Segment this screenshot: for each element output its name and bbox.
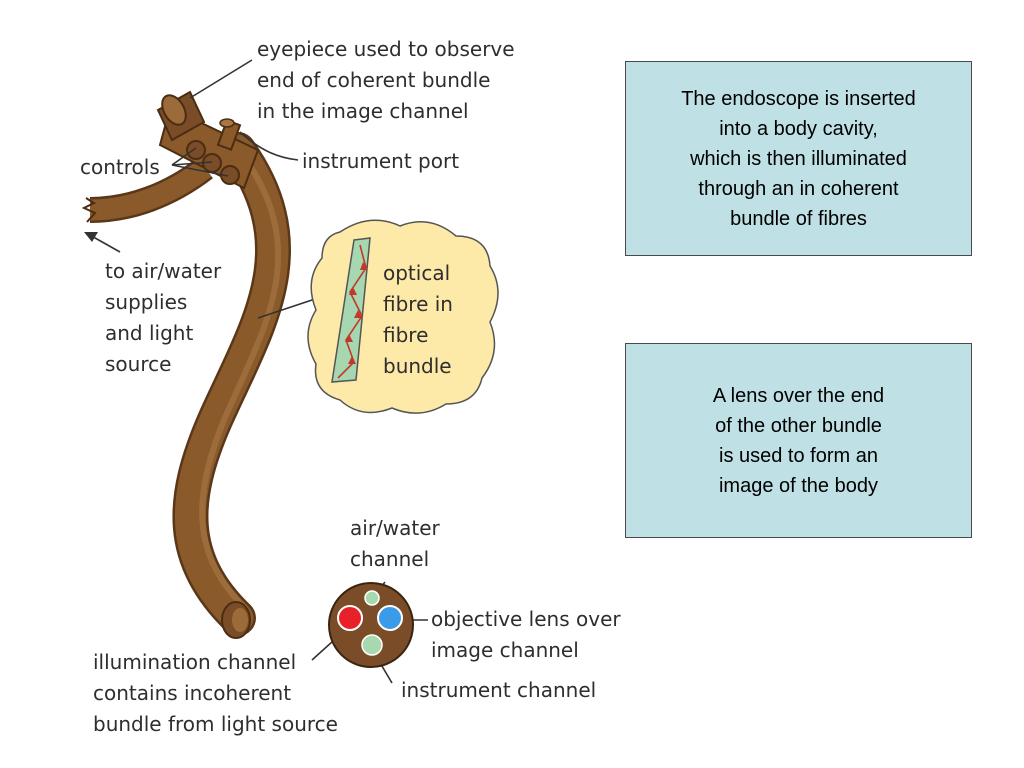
optical-fibre-label-line-2: fibre in — [383, 292, 453, 316]
info-box-illumination: The endoscope is inserted into a body ca… — [625, 61, 972, 256]
supplies-label: to air/water supplies and light source — [105, 256, 221, 380]
optical-fibre-label-line-1: optical — [383, 261, 451, 285]
supplies-label-line-1: to air/water — [105, 259, 222, 283]
info-box-lens: A lens over the end of the other bundle … — [625, 343, 972, 538]
air-water-label-line-2: channel — [350, 547, 430, 571]
controls-leader-2 — [171, 161, 213, 166]
eyepiece-label-line-1: eyepiece used to observe — [257, 37, 515, 61]
fibre-leader — [257, 297, 319, 319]
eyepiece-rim — [161, 94, 187, 126]
optical-fibre — [331, 237, 371, 383]
eyepiece-leader — [189, 59, 253, 99]
illumination-label-line-1: illumination channel — [93, 650, 297, 674]
eyepiece-label-line-2: end of coherent bundle — [257, 68, 491, 92]
air-water-label-line-1: air/water — [350, 516, 440, 540]
supply-cable — [89, 159, 212, 221]
illumination-label: illumination channel contains incoherent… — [93, 647, 338, 740]
instrument-channel-dot — [361, 634, 383, 656]
air-water-channel-dot — [364, 590, 380, 606]
eyepiece-label-line-3: in the image channel — [257, 99, 469, 123]
supply-arrowhead — [84, 232, 98, 242]
tube-end-cap-face — [232, 608, 248, 632]
endoscope-tube — [174, 134, 289, 634]
instrument-port-label: instrument port — [302, 146, 459, 177]
illumination-channel-dot — [337, 605, 363, 631]
supplies-label-line-4: source — [105, 352, 172, 376]
eyepiece-label: eyepiece used to observe end of coherent… — [257, 34, 515, 127]
endoscope-tube-highlight — [199, 157, 282, 611]
optical-fibre-label: optical fibre in fibre bundle — [383, 258, 453, 382]
controls-leader-3 — [171, 164, 229, 177]
optical-fibre-label-line-4: bundle — [383, 354, 452, 378]
instrument-channel-label: instrument channel — [401, 675, 596, 706]
instrument-port-top — [219, 118, 235, 128]
controls-leader-1 — [171, 147, 197, 166]
info-box-1-line-5: bundle of fibres — [730, 207, 867, 230]
info-box-2-line-3: is used to form an — [719, 444, 878, 467]
light-ray-arrows — [345, 262, 368, 364]
instrument-port-leader — [239, 131, 299, 161]
optical-fibre-label-line-3: fibre — [383, 323, 429, 347]
supply-cable-torn-end — [81, 197, 97, 223]
info-box-1-line-4: through an in coherent — [698, 177, 899, 200]
info-box-1-line-3: which is then illuminated — [690, 147, 907, 170]
supplies-label-line-3: and light — [105, 321, 194, 345]
illumination-label-line-2: contains incoherent — [93, 681, 292, 705]
air-water-label: air/water channel — [350, 513, 440, 575]
info-box-1-line-2: into a body cavity, — [719, 117, 878, 140]
info-box-2-line-2: of the other bundle — [715, 414, 882, 437]
instrument-port-label-text: instrument port — [302, 149, 460, 173]
info-box-illumination-text: The endoscope is inserted into a body ca… — [681, 84, 916, 234]
control-knob-1 — [186, 140, 206, 160]
objective-lens-label: objective lens over image channel — [431, 604, 621, 666]
controls-label: controls — [80, 152, 160, 183]
objective-lens-label-line-1: objective lens over — [431, 607, 621, 631]
instrument-channel-label-text: instrument channel — [401, 678, 597, 702]
info-box-lens-text: A lens over the end of the other bundle … — [713, 381, 884, 501]
endoscope-end-face — [328, 582, 414, 668]
info-box-2-line-4: image of the body — [718, 474, 878, 497]
illumination-label-line-3: bundle from light source — [93, 712, 338, 736]
supplies-label-line-2: supplies — [105, 290, 188, 314]
info-box-1-line-1: The endoscope is inserted — [681, 87, 916, 110]
info-box-2-line-1: A lens over the end — [712, 384, 885, 407]
objective-lens-dot — [377, 605, 403, 631]
controls-label-text: controls — [80, 155, 160, 179]
objective-lens-label-line-2: image channel — [431, 638, 579, 662]
